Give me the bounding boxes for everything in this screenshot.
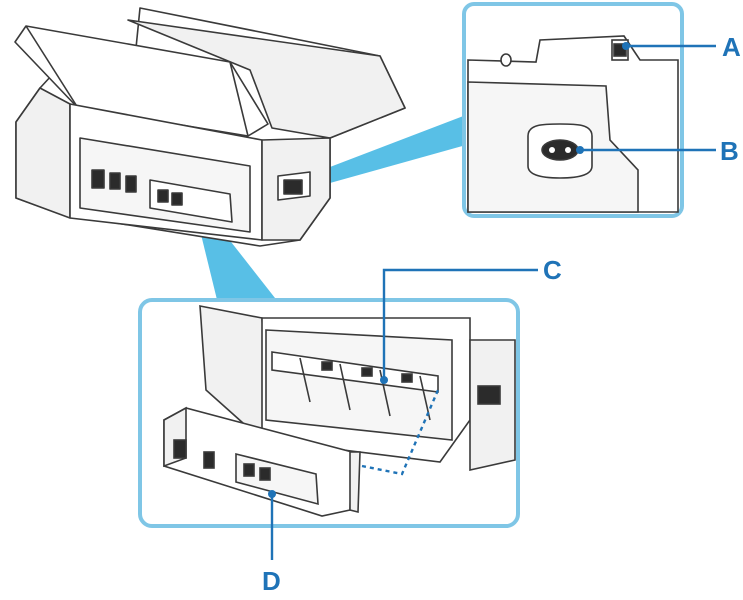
printer-main [14, 7, 406, 247]
attach-guide [361, 389, 440, 476]
callout-d: D [262, 566, 281, 596]
inset-rear-cover [138, 298, 520, 528]
callout-b: B [720, 136, 739, 166]
leader-c [382, 268, 538, 380]
callout-c: C [543, 255, 562, 285]
callout-a: A [722, 32, 741, 62]
leader-lines [268, 42, 716, 560]
inset-power-usb [462, 2, 684, 218]
screw-hole [500, 53, 512, 67]
left-panel [15, 87, 71, 219]
zoom-beam-power [330, 115, 466, 183]
